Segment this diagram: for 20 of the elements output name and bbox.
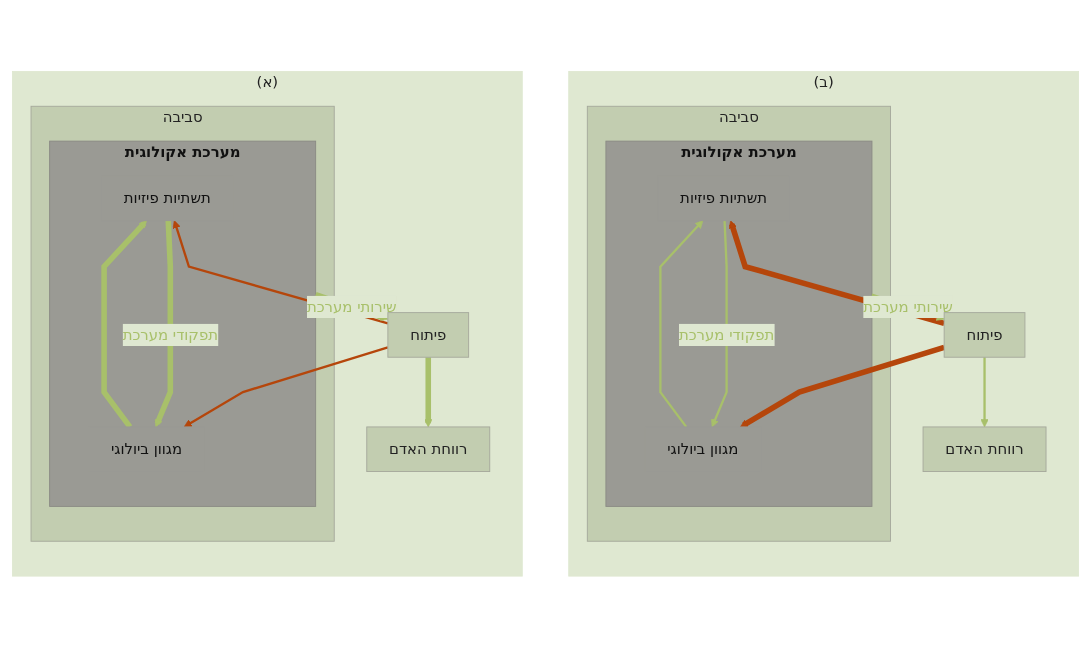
arrow (154, 220, 174, 428)
node-box: פיתוח (387, 312, 470, 358)
arrow (740, 344, 945, 428)
arrow (183, 346, 389, 428)
node-text: תשתיות פיזיות (123, 189, 211, 207)
arrow (980, 357, 989, 428)
arrow (711, 220, 728, 428)
node-box: רווחת האדם (366, 426, 491, 473)
arrow (101, 220, 147, 429)
node-text: מגוון ביולוגי (667, 440, 739, 458)
node-box: פיתוח (943, 312, 1026, 358)
edge-label: תפקודי מערכת (122, 325, 218, 344)
node-text: תשתיות פיזיות (680, 189, 767, 207)
arrow (659, 220, 704, 428)
arrow (424, 357, 433, 428)
node-text: מגוון ביולוגי (110, 440, 183, 458)
edge-label: שירותי מערכת (306, 297, 397, 316)
edge-label: תפקודי מערכת (678, 325, 775, 344)
edge-label: שירותי מערכת (863, 297, 953, 316)
node-box: רווחת האדם (922, 426, 1047, 473)
